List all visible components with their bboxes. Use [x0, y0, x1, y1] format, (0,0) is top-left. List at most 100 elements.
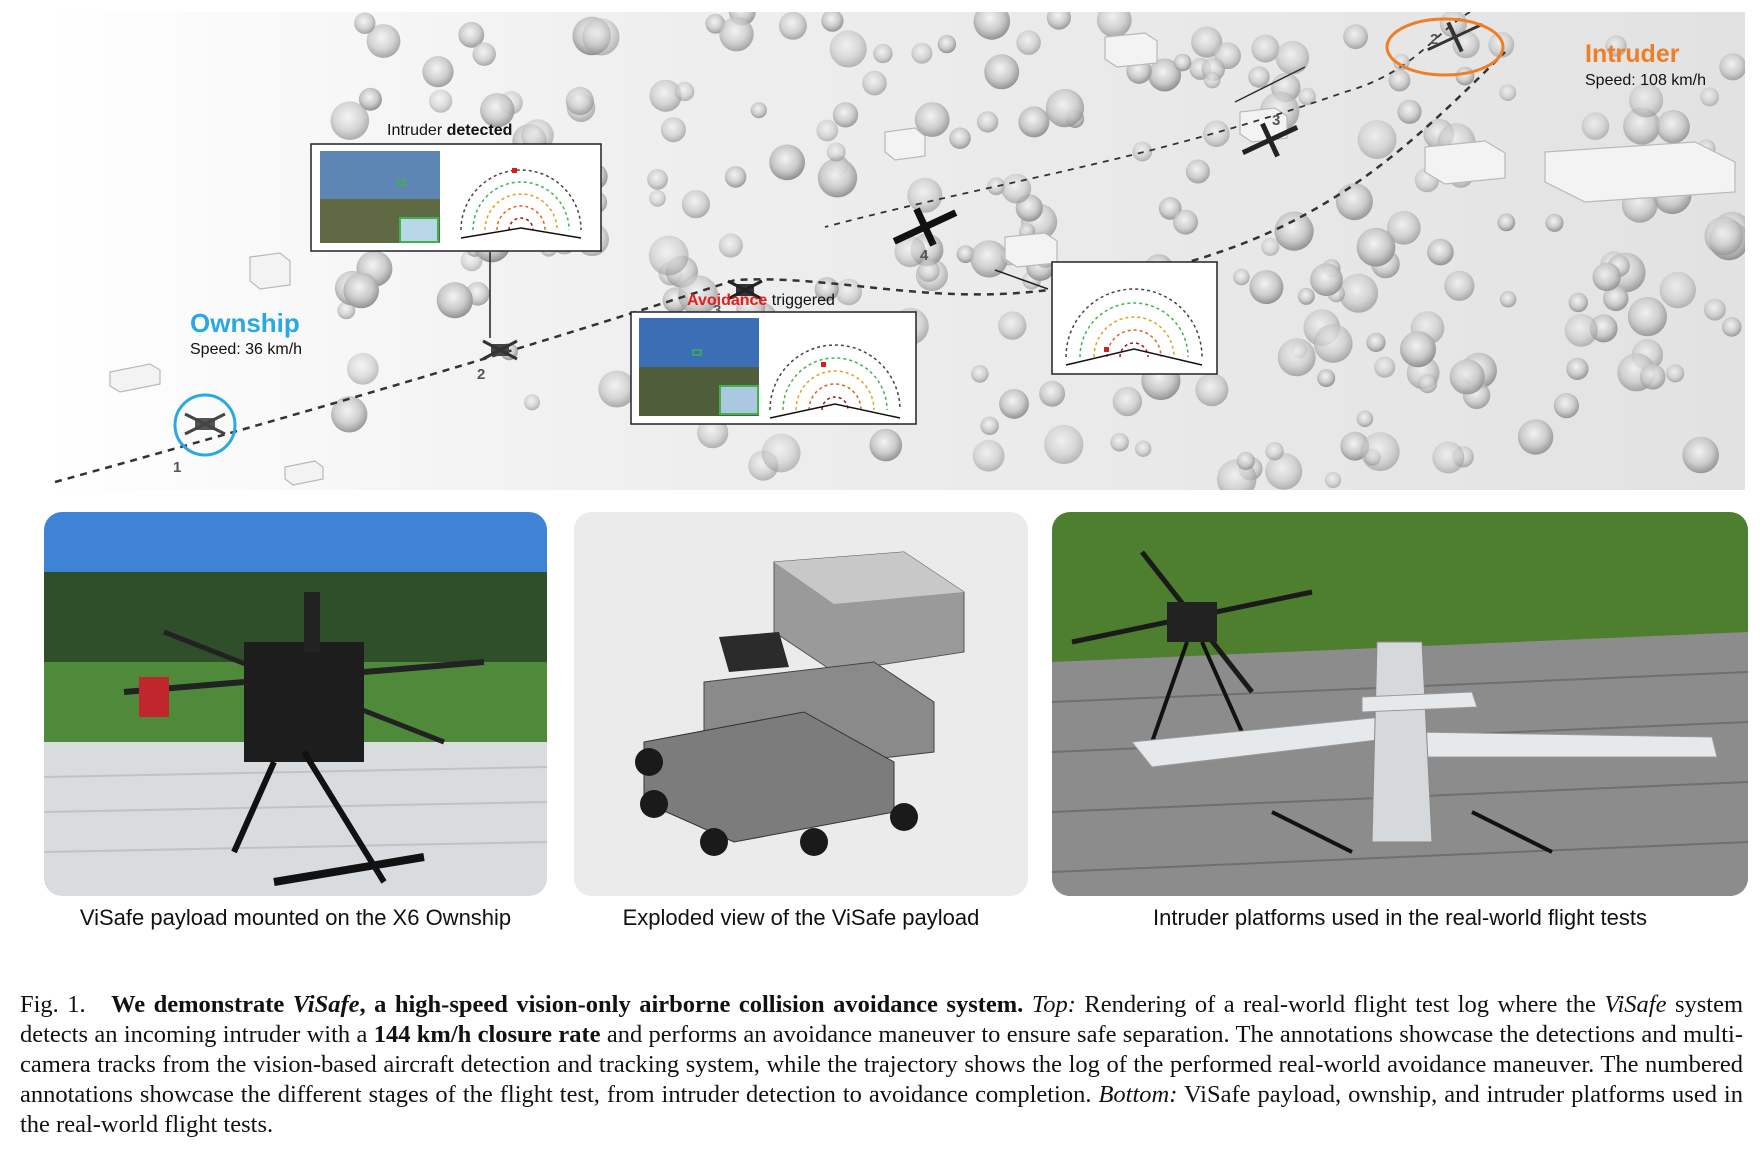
tree	[1310, 263, 1343, 297]
tree	[1360, 432, 1400, 472]
tree	[337, 301, 356, 320]
tree	[914, 102, 950, 137]
tree	[937, 34, 957, 54]
tree	[1261, 237, 1280, 256]
tree	[458, 21, 485, 48]
avoidance-panel-title: Avoidance triggered	[687, 292, 835, 309]
tree	[817, 158, 858, 198]
forest	[330, 12, 1745, 490]
tree	[1682, 436, 1719, 474]
tree	[565, 86, 594, 116]
tree	[826, 142, 846, 162]
tree	[1135, 440, 1152, 457]
tree	[1039, 380, 1066, 407]
tree	[681, 190, 711, 219]
tree	[1700, 87, 1719, 107]
tree	[1455, 66, 1475, 86]
ownship-trajectory	[54, 51, 1506, 484]
tree	[973, 12, 1011, 40]
tree	[976, 111, 999, 133]
stage4-radar-panel	[1051, 261, 1218, 375]
tree	[678, 275, 719, 316]
tree	[1112, 386, 1143, 417]
caption-bold-part1: We demonstrate	[111, 991, 293, 1018]
tree	[1173, 209, 1198, 235]
tree	[894, 236, 926, 268]
tree	[1277, 338, 1316, 377]
avoidance-radar-plot	[769, 344, 901, 419]
tree	[1444, 270, 1475, 301]
tree	[1044, 424, 1084, 465]
tree	[980, 416, 999, 436]
tree	[1432, 441, 1465, 474]
tree	[1605, 35, 1627, 57]
tree	[1251, 34, 1280, 63]
tree	[598, 370, 636, 408]
tree	[429, 89, 453, 113]
tree	[718, 233, 743, 258]
tree	[1338, 273, 1379, 313]
intruder-platforms-photo	[1052, 512, 1748, 896]
tree	[1488, 31, 1515, 58]
tree	[1018, 106, 1050, 138]
tree	[761, 433, 801, 473]
tree	[1400, 331, 1436, 368]
caption-bold-part2: , a high-speed vision-only airborne coll…	[359, 991, 1024, 1018]
tree	[917, 260, 940, 282]
intruder-highlight-circle	[1385, 17, 1505, 77]
tree	[1185, 159, 1210, 184]
hexacopter	[123, 592, 485, 886]
tree	[1191, 26, 1223, 58]
tree	[1173, 53, 1192, 72]
tree	[816, 119, 839, 142]
tree	[1249, 270, 1284, 305]
tree	[1356, 227, 1396, 267]
tree	[1298, 87, 1316, 106]
tree	[1499, 290, 1517, 308]
tree	[999, 389, 1029, 419]
tree	[984, 54, 1020, 90]
tree	[1627, 297, 1667, 337]
tree	[1203, 120, 1230, 147]
tree	[1356, 410, 1374, 428]
tree	[1324, 471, 1342, 489]
tree	[1148, 58, 1182, 92]
tree	[358, 87, 382, 111]
tree	[346, 352, 379, 385]
tree	[1357, 120, 1397, 159]
intruder-label: Intruder	[1585, 40, 1680, 68]
tree	[480, 93, 515, 128]
tree	[1427, 238, 1454, 266]
tree	[472, 42, 496, 66]
intruder-aircraft-3	[1241, 122, 1299, 158]
tree	[1248, 66, 1270, 88]
tree	[343, 272, 380, 309]
intruder-hexacopter	[1071, 550, 1313, 743]
stage-number-2: 2	[477, 366, 485, 383]
intruder-fixed-wing	[1131, 641, 1718, 854]
caption-closure-rate: 144 km/h closure rate	[373, 1021, 601, 1048]
tree	[1366, 332, 1386, 352]
tree	[1397, 99, 1422, 124]
tree	[971, 365, 989, 383]
caption-text-2: system detects an incoming intruder with…	[20, 991, 1743, 1048]
tree	[1297, 287, 1315, 305]
tree	[1418, 374, 1438, 394]
caption-text-3: and performs an avoidance maneuver to en…	[20, 1021, 1743, 1108]
ownship-photo-caption: ViSafe payload mounted on the X6 Ownship	[79, 905, 512, 930]
tree	[1656, 110, 1690, 144]
payload-caption: Exploded view of the ViSafe payload	[622, 905, 980, 930]
tree	[1195, 373, 1229, 407]
tree	[1110, 433, 1129, 452]
tree	[987, 177, 1006, 196]
tree	[1449, 359, 1485, 395]
tree	[1566, 357, 1589, 380]
payload-cad-model	[635, 551, 965, 856]
stage-number-3: 3	[713, 302, 721, 319]
ownship-highlight-circle	[173, 393, 237, 457]
tree	[436, 282, 473, 319]
caption-top-label: Top:	[1031, 991, 1076, 1018]
intruder-aircraft-2	[1427, 21, 1483, 53]
tree	[1343, 24, 1368, 50]
tree	[719, 17, 754, 52]
